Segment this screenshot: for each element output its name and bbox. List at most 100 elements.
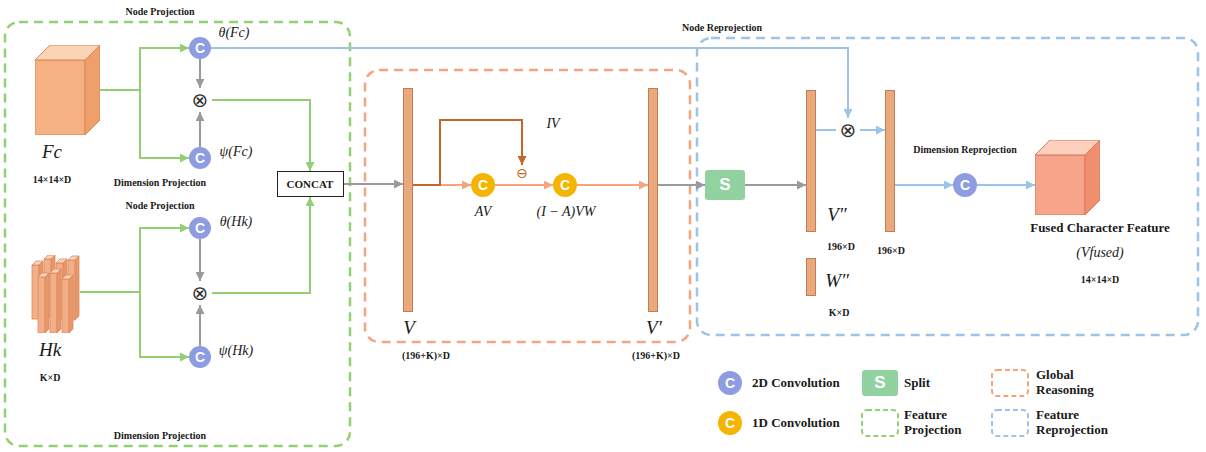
text-holder: C <box>560 177 570 193</box>
flow-connector <box>211 48 848 118</box>
flow-connector <box>199 59 201 88</box>
flow-connector <box>577 184 648 186</box>
annotation-label: ψ(Fc) <box>220 144 253 160</box>
text-holder: K×D <box>829 307 850 319</box>
cube-illustration <box>35 45 100 135</box>
text-holder: 14×14×D <box>1081 274 1120 286</box>
legend-symbol-letter: C <box>725 415 735 431</box>
flow-connector <box>212 197 310 293</box>
text-holder: C <box>195 40 205 56</box>
flow-connector <box>413 120 522 185</box>
legend-text: Global Reasoning <box>1036 368 1126 398</box>
multiply-op: ⊗ <box>188 281 212 305</box>
stack-bar-front <box>38 277 45 333</box>
node-label: Fc <box>42 141 62 163</box>
text-holder: C <box>960 177 970 193</box>
flow-connector <box>344 183 404 185</box>
annotation-label: Node Projection <box>126 200 195 212</box>
label-holder: θ(Fc) <box>219 25 250 41</box>
text-holder: Fused Character Feature <box>1030 221 1170 236</box>
legend-reprojection-sample <box>992 410 1028 436</box>
node-label: ⊖ <box>516 166 528 180</box>
node-label: C <box>195 220 205 236</box>
text-holder: C <box>195 150 205 166</box>
node-label: CONCAT <box>287 178 334 191</box>
legend-entry: Global Reasoning <box>1036 368 1126 398</box>
legend-symbol-letter: C <box>725 375 735 391</box>
text-holder: C <box>195 349 205 365</box>
node-label: V <box>403 317 415 339</box>
text-holder: C <box>195 220 205 236</box>
annotation-label: Node Projection <box>126 6 195 18</box>
text-holder: 14×14×D <box>33 174 72 186</box>
text-holder: Fc <box>42 141 62 163</box>
annotation-label: Dimension Reprojection <box>913 144 1016 156</box>
flow-connector <box>80 228 189 292</box>
node-label: C <box>195 150 205 166</box>
feature-projection-region <box>5 22 350 446</box>
global-reasoning-region <box>365 70 690 342</box>
flow-connector <box>100 90 189 158</box>
node-label: 14×14×D <box>33 174 72 186</box>
label-holder: Node Projection <box>126 6 195 18</box>
text-holder: K×D <box>40 372 61 384</box>
cube-front <box>35 60 85 135</box>
node-label: C <box>478 177 488 193</box>
node-label: (Vfused) <box>1076 245 1123 261</box>
cube-side <box>85 45 100 135</box>
flow-connector <box>860 129 885 131</box>
node-label: Fused Character Feature <box>1030 221 1170 236</box>
text-holder: Hk <box>39 339 61 361</box>
legend-entry: Feature Reprojection <box>1036 408 1136 438</box>
node-label: ⊗ <box>840 120 857 140</box>
flow-connector <box>199 305 201 346</box>
node-label: ⊗ <box>192 90 209 110</box>
annotation-label: Dimension Projection <box>114 177 206 189</box>
text-holder: V′ <box>646 317 662 339</box>
node-feature-bar: V″196×D <box>806 90 816 232</box>
text-holder: S <box>719 175 730 195</box>
split-box: S <box>705 170 745 200</box>
multiply-op: ⊗ <box>188 88 212 112</box>
conv-2d-node: C <box>189 346 211 368</box>
text-holder: (196+K)×D <box>632 350 680 362</box>
label-holder: Node Projection <box>126 200 195 212</box>
stack-bar-side <box>75 256 79 320</box>
node-label: 196×D <box>827 241 855 253</box>
annotation-label: θ(Fc) <box>219 25 250 41</box>
node-label: (196+K)×D <box>632 350 680 362</box>
node-label: V′ <box>646 317 662 339</box>
concat-box: CONCAT <box>277 171 344 197</box>
text-holder: 196×D <box>877 245 905 257</box>
node-label: W″ <box>825 270 849 292</box>
subtract-op: ⊖ <box>514 165 530 181</box>
annotation-label: θ(Hk) <box>220 214 253 230</box>
cube-illustration <box>1035 140 1100 215</box>
text-holder: W″ <box>825 270 849 292</box>
node-label: C <box>960 177 970 193</box>
legend-text: 1D Convolution <box>752 416 840 431</box>
label-holder: Dimension Projection <box>114 177 206 189</box>
label-holder: (I − A)VW <box>537 204 596 220</box>
text-holder: ⊗ <box>192 90 209 110</box>
stack-bar-side <box>69 275 73 333</box>
edge-label-holder: Node Reprojection <box>679 22 765 34</box>
node-label: V″ <box>827 204 847 226</box>
node-label: C <box>195 349 205 365</box>
legend-text: Feature Projection <box>904 408 994 438</box>
node-label: C <box>560 177 570 193</box>
text-holder: ⊗ <box>840 120 857 140</box>
flow-connector <box>212 100 310 171</box>
conv-2d-node: C <box>189 217 211 239</box>
embedding-stack: HkK×D <box>30 255 80 333</box>
legend-entry: Feature Projection <box>904 408 994 438</box>
label-holder: ψ(Hk) <box>219 343 253 359</box>
text-holder: C <box>478 177 488 193</box>
cube-front <box>1035 155 1085 215</box>
flow-connector <box>199 112 201 147</box>
annotation-label: IV <box>546 116 559 132</box>
legend-entry: 1D Convolution <box>752 416 840 431</box>
label-holder: Dimension Projection <box>114 430 206 442</box>
